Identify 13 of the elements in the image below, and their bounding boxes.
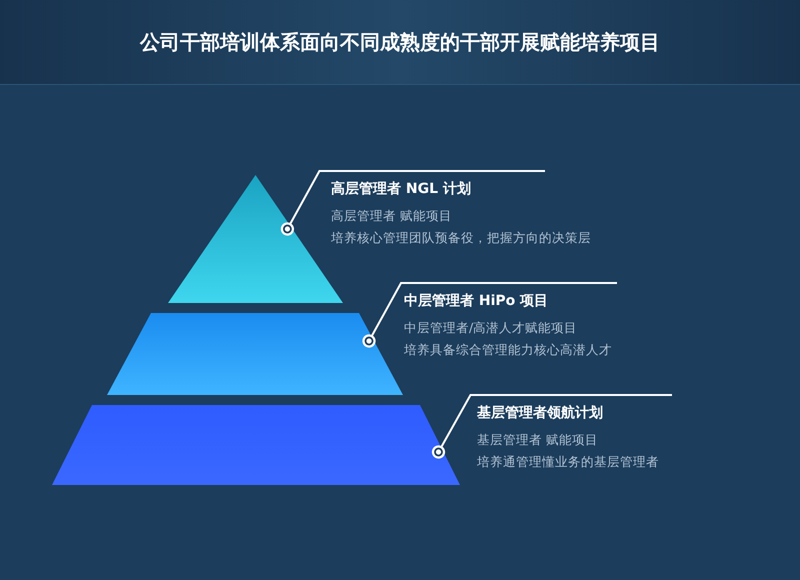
tier-description: 高层管理者 赋能项目 — [331, 207, 452, 225]
tier-description: 基层管理者 赋能项目 — [477, 431, 598, 449]
leader-line — [362, 282, 617, 348]
tier-description: 培养通管理懂业务的基层管理者 — [477, 453, 659, 471]
leader-line — [432, 394, 672, 459]
tier-heading: 中层管理者 HiPo 项目 — [404, 292, 548, 311]
tier-description: 中层管理者/高潜人才赋能项目 — [404, 319, 578, 337]
tier-description: 培养核心管理团队预备役，把握方向的决策层 — [331, 229, 591, 247]
title: 公司干部培训体系面向不同成熟度的干部开展赋能培养项目 — [138, 29, 661, 56]
tier-description: 培养具备综合管理能力核心高潜人才 — [404, 341, 612, 359]
tier-heading: 高层管理者 NGL 计划 — [331, 180, 471, 199]
leader-line — [280, 170, 545, 236]
tier-heading: 基层管理者领航计划 — [477, 404, 603, 423]
